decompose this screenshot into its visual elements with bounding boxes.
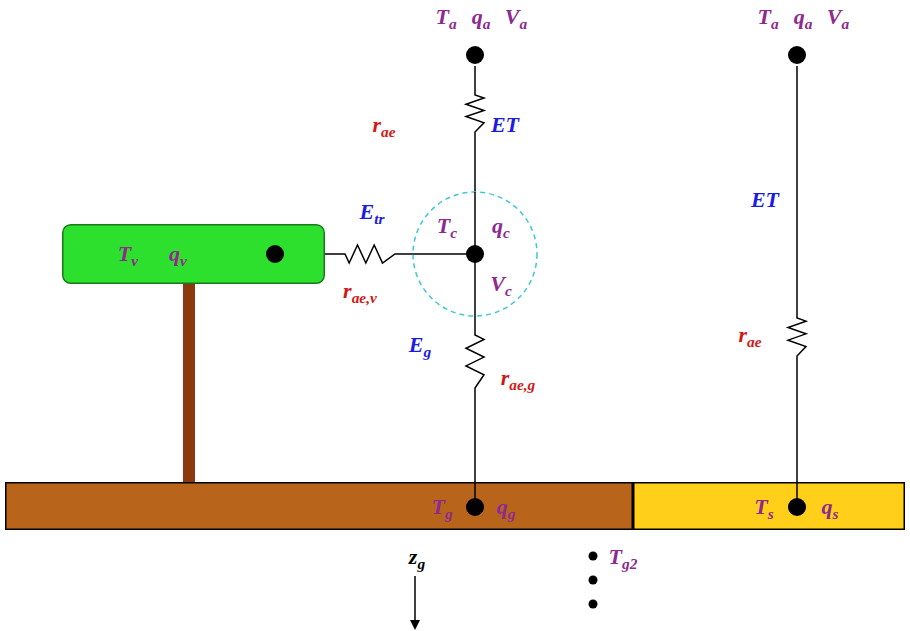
wire bbox=[474, 254, 476, 316]
soil-layer-label: Tg2 bbox=[609, 545, 638, 569]
variable-label: Va bbox=[505, 5, 527, 29]
dashed-circle bbox=[413, 192, 537, 316]
variable-label: Ts bbox=[754, 495, 773, 519]
flux-label: Etr bbox=[360, 200, 385, 224]
variable-label: Ta bbox=[757, 5, 778, 29]
flux-label: Eg bbox=[409, 333, 431, 357]
node-dot bbox=[266, 245, 284, 263]
variable-label: qa bbox=[472, 5, 491, 29]
flux-label: ET bbox=[491, 113, 519, 137]
continuation-dot bbox=[589, 552, 598, 561]
vegetation-box: Tv qv bbox=[62, 224, 325, 284]
node-dot bbox=[466, 46, 484, 64]
variable-label: Vc bbox=[490, 272, 512, 296]
variable-label: Tc bbox=[437, 214, 457, 238]
depth-label: zg bbox=[409, 545, 425, 569]
air-node: Taqa Va bbox=[747, 2, 847, 66]
wire bbox=[413, 253, 475, 255]
continuation-dot bbox=[589, 576, 598, 585]
canopy-circle-outline bbox=[413, 192, 537, 316]
variable-label: qa bbox=[794, 5, 813, 29]
variable-label: Va bbox=[827, 5, 849, 29]
resistance-label: rae bbox=[372, 113, 395, 137]
shape-outline bbox=[634, 483, 905, 530]
shape-outline bbox=[63, 225, 325, 284]
resistance-connector bbox=[466, 66, 484, 192]
node-dot bbox=[466, 498, 484, 516]
variable-label: qv bbox=[169, 242, 187, 266]
air-node: Taqa Va bbox=[425, 2, 525, 66]
variable-label: Tv bbox=[118, 242, 138, 266]
variable-label: qc bbox=[492, 214, 510, 238]
vegetation-box-outline bbox=[62, 224, 325, 284]
variable-label: Ta bbox=[435, 5, 456, 29]
node-dot bbox=[788, 498, 806, 516]
ground-band: Tg qg bbox=[5, 482, 633, 530]
resistance-connector bbox=[325, 245, 413, 263]
wire bbox=[474, 192, 476, 254]
resistance-connector bbox=[466, 316, 484, 482]
continuation-dot bbox=[589, 600, 598, 609]
node-dot bbox=[466, 245, 484, 263]
resistance-label: rae,g bbox=[501, 366, 536, 390]
ground-band-outline bbox=[5, 482, 633, 530]
flux-label: ET bbox=[751, 188, 779, 212]
tree-trunk bbox=[183, 284, 195, 482]
variable-label: qg bbox=[497, 495, 516, 519]
resistance-connector bbox=[788, 66, 806, 482]
node-dot bbox=[788, 46, 806, 64]
depth-axis bbox=[414, 576, 416, 622]
variable-label: qs bbox=[822, 495, 839, 519]
depth-arrowhead bbox=[410, 620, 420, 630]
resistance-label: rae,v bbox=[343, 279, 377, 303]
soil-band: Ts qs bbox=[633, 482, 905, 530]
variable-label: Tg bbox=[431, 495, 452, 519]
canopy-circle: Tc qcVc bbox=[413, 192, 537, 316]
resistance-label: rae bbox=[738, 323, 761, 347]
shape-outline bbox=[6, 483, 633, 530]
